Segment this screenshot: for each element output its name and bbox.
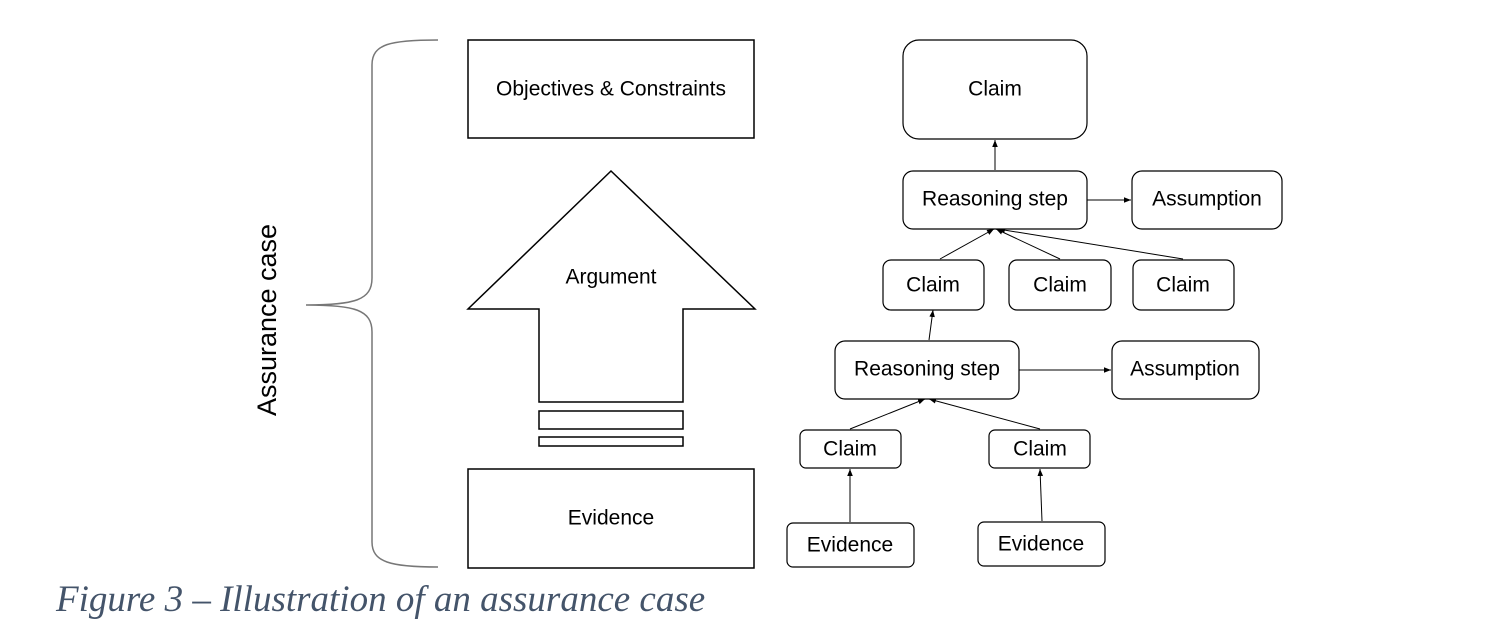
- assumption-2-label: Assumption: [1130, 358, 1240, 381]
- assurance-case-label: Assurance case: [252, 224, 282, 416]
- claim-1b-label: Claim: [1033, 274, 1087, 297]
- evidence-box: [467, 468, 755, 569]
- reasoning-step-2-box: [834, 340, 1020, 400]
- claim-2a-label: Claim: [823, 438, 877, 461]
- curly-brace: [305, 39, 439, 568]
- top-claim-box: [902, 39, 1088, 140]
- connector-claim-2a-to-rs2: [849, 398, 926, 430]
- argument-label: Argument: [565, 266, 656, 289]
- claim-1c-box: [1132, 259, 1235, 311]
- figure-caption: Figure 3 – Illustration of an assurance …: [56, 579, 706, 620]
- connector-claim-1c-to-rs1: [997, 227, 1184, 260]
- claim-1b-box: [1008, 259, 1112, 311]
- arrow-stripe-1: [538, 410, 684, 430]
- claim-1c-label: Claim: [1156, 274, 1210, 297]
- objectives-constraints-label: Objectives & Constraints: [496, 78, 726, 101]
- evidence-2-box: [977, 521, 1106, 567]
- claim-2b-label: Claim: [1013, 438, 1067, 461]
- assumption-1-label: Assumption: [1152, 188, 1262, 211]
- connector-claim-2b-to-rs2: [928, 398, 1041, 430]
- connector-claim-1a-to-rs1: [939, 228, 995, 260]
- claim-2a-box: [799, 429, 902, 469]
- objectives-constraints-box: [467, 39, 755, 139]
- arrow-stripe-2: [538, 436, 684, 447]
- evidence-1-box: [786, 522, 915, 568]
- assumption-1-box: [1131, 170, 1283, 230]
- reasoning-step-2-label: Reasoning step: [854, 358, 1000, 381]
- evidence-label: Evidence: [568, 507, 654, 530]
- connector-rs2-to-claim-1a: [928, 309, 935, 341]
- assumption-2-box: [1111, 340, 1260, 400]
- reasoning-step-1-box: [902, 170, 1088, 230]
- reasoning-step-1-label: Reasoning step: [922, 188, 1068, 211]
- connector-evidence-2-to-claim-2b: [1037, 468, 1044, 522]
- claim-1a-box: [882, 259, 985, 311]
- claim-2b-box: [988, 429, 1091, 469]
- argument-arrow: [466, 169, 757, 403]
- evidence-1-label: Evidence: [807, 534, 893, 557]
- top-claim-label: Claim: [968, 78, 1022, 101]
- claim-1a-label: Claim: [906, 274, 960, 297]
- evidence-2-label: Evidence: [998, 533, 1084, 556]
- connector-claim-1b-to-rs1: [995, 228, 1061, 260]
